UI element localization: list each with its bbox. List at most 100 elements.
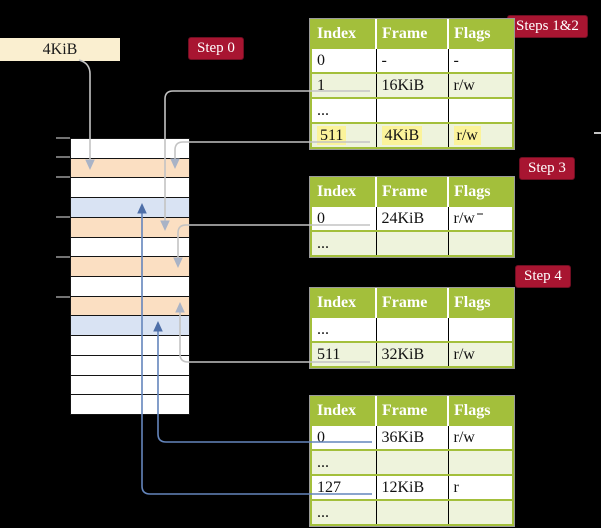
memory-frame-row-6	[71, 257, 189, 278]
page-table-level-1-cell-2-0: ...	[311, 97, 376, 123]
badge-step-0: Step 0	[188, 37, 244, 60]
highlighted-value: 4KiB	[381, 125, 423, 145]
page-table-level-3-header-index: Index	[311, 289, 376, 317]
memory-tick	[56, 256, 70, 258]
page-table-level-4-cell-1-1	[375, 449, 448, 475]
page-table-level-1-header-frame: Frame	[375, 20, 448, 48]
memory-tick	[56, 216, 70, 218]
memory-tick	[56, 137, 70, 139]
page-table-level-4-cell-0-1: 36KiB	[375, 424, 448, 450]
page-table-level-1-cell-2-2	[447, 97, 513, 123]
page-table-level-2-header-index: Index	[311, 178, 376, 206]
page-table-level-3-cell-1-1: 32KiB	[375, 341, 448, 367]
memory-frame-row-7	[71, 277, 189, 297]
page-table-level-3-cell-0-2	[447, 316, 513, 342]
page-table-level-1-header-index: Index	[311, 20, 376, 48]
page-table-level-1-cell-1-0: 1	[311, 72, 376, 98]
page-table-level-4-cell-3-1	[375, 499, 448, 525]
memory-frame-row-1	[71, 158, 189, 179]
page-table-level-2-cell-1-1	[375, 230, 448, 256]
page-table-level-1-cell-3-0: 511	[311, 122, 376, 148]
page-table-level-2-header-flags: Flags	[447, 178, 513, 206]
memory-tick	[56, 296, 70, 298]
page-table-level-4-cell-2-0: 127	[311, 474, 376, 500]
memory-frame-row-13	[71, 395, 189, 415]
page-table-level-3-cell-0-0: ...	[311, 316, 376, 342]
page-table-level-3-header-flags: Flags	[447, 289, 513, 317]
page-table-level-1-cell-3-2: r/w	[447, 122, 513, 148]
memory-tick	[56, 176, 70, 178]
page-table-level-4-row-3: ...	[311, 499, 513, 525]
page-table-level-1-cell-3-1: 4KiB	[375, 122, 448, 148]
memory-frame-row-10	[71, 336, 189, 356]
memory-frame-row-2	[71, 178, 189, 199]
page-table-level-4-cell-3-2	[447, 499, 513, 525]
memory-frame-row-0	[71, 139, 189, 159]
page-table-level-2-cell-0-1: 24KiB	[375, 205, 448, 231]
physical-memory-column	[70, 138, 190, 415]
page-table-level-4-cell-0-2: r/w	[447, 424, 513, 450]
memory-frame-row-12	[71, 375, 189, 396]
memory-frame-row-3	[71, 198, 189, 218]
root-pointer-label: 4KiB	[42, 40, 78, 58]
page-table-level-1-row-0: 0--	[311, 47, 513, 73]
page-table-level-4-cell-0-0: 0	[311, 424, 376, 450]
highlighted-value: 511	[317, 125, 347, 145]
stray-line-fragment	[594, 132, 601, 134]
page-table-level-3-header-frame: Frame	[375, 289, 448, 317]
page-table-level-3-cell-1-0: 511	[311, 341, 376, 367]
page-table-level-3-cell-1-2: r/w	[447, 341, 513, 367]
page-table-level-1-cell-1-1: 16KiB	[375, 72, 448, 98]
page-table-level-1-row-3: 511 4KiB r/w	[311, 122, 513, 148]
page-table-level-4-cell-2-1: 12KiB	[375, 474, 448, 500]
page-table-level-2-cell-1-2	[447, 230, 513, 256]
page-table-level-3-row-0: ...	[311, 316, 513, 342]
page-table-level-4-header-index: Index	[311, 397, 376, 425]
memory-frame-row-11	[71, 355, 189, 376]
page-table-level-2-cell-0-0: 0	[311, 205, 376, 231]
memory-frame-row-4	[71, 217, 189, 238]
badge-step-3: Step 3	[519, 157, 575, 180]
badge-step-4: Step 4	[515, 265, 571, 288]
page-table-level-4-header-frame: Frame	[375, 397, 448, 425]
page-table-level-1-cell-1-2: r/w	[447, 72, 513, 98]
page-table-level-4-cell-2-2: r	[447, 474, 513, 500]
root-pointer-box: 4KiB	[0, 38, 120, 61]
page-table-level-4-row-1: ...	[311, 449, 513, 475]
memory-tick	[56, 156, 70, 158]
page-table-level-4-cell-3-0: ...	[311, 499, 376, 525]
page-table-level-2-header-frame: Frame	[375, 178, 448, 206]
page-table-level-3-cell-0-1	[375, 316, 448, 342]
memory-frame-row-9	[71, 316, 189, 337]
page-table-level-4-cell-1-2	[447, 449, 513, 475]
stray-line-fragment	[477, 213, 483, 215]
page-table-level-1-cell-2-1	[375, 97, 448, 123]
page-table-level-1-cell-0-1: -	[375, 47, 448, 73]
badge-steps-1-2: Steps 1&2	[507, 15, 588, 38]
page-table-level-1-row-2: ...	[311, 97, 513, 123]
page-table-level-2-cell-0-2: r/w	[447, 205, 513, 231]
page-table-level-1-header-flags: Flags	[447, 20, 513, 48]
page-table-level-2-row-1: ...	[311, 230, 513, 256]
page-table-level-1-cell-0-0: 0	[311, 47, 376, 73]
page-table-level-4-header-flags: Flags	[447, 397, 513, 425]
page-table-level-1-cell-0-2: -	[447, 47, 513, 73]
page-table-level-4-cell-1-0: ...	[311, 449, 376, 475]
highlighted-value: r/w	[453, 125, 481, 145]
memory-frame-row-5	[71, 237, 189, 258]
page-table-level-2-cell-1-0: ...	[311, 230, 376, 256]
